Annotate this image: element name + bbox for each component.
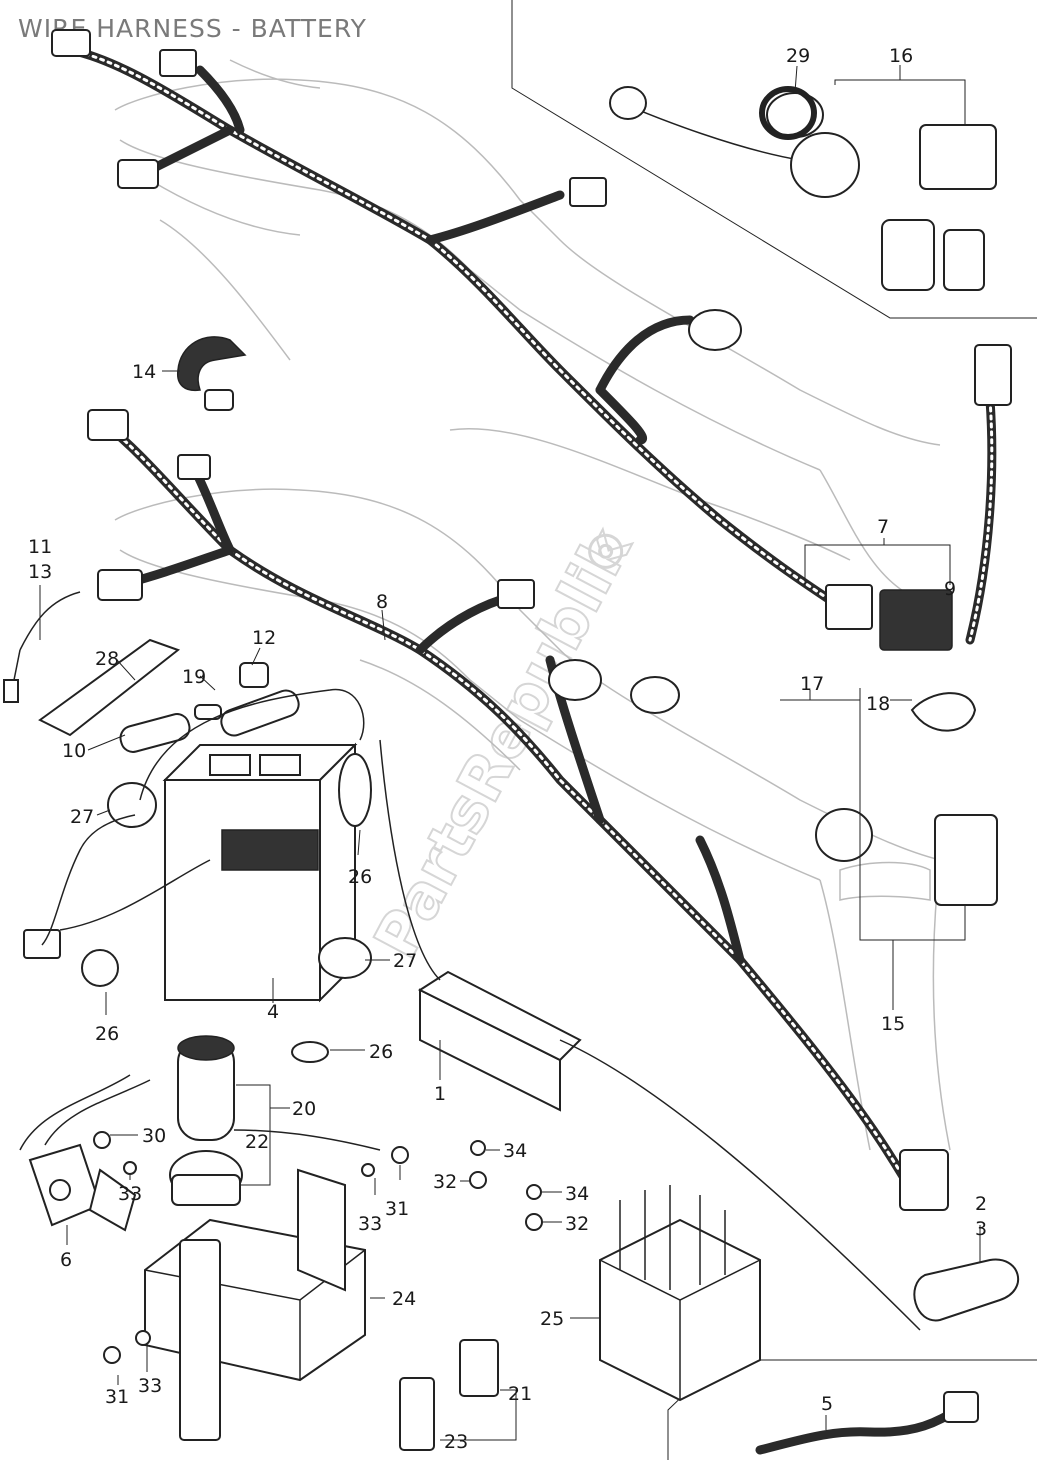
callout-21: 21 bbox=[508, 1383, 532, 1405]
regulator bbox=[19, 1074, 151, 1232]
callout-29: 29 bbox=[786, 45, 810, 67]
callout-4: 4 bbox=[267, 1001, 279, 1023]
callout-31-right: 31 bbox=[385, 1198, 409, 1220]
callout-14: 14 bbox=[132, 361, 156, 383]
callout-32-bottom: 32 bbox=[565, 1213, 589, 1235]
spark-plug-cap bbox=[913, 1258, 1020, 1322]
callout-30: 30 bbox=[142, 1125, 166, 1147]
callout-25: 25 bbox=[540, 1308, 564, 1330]
callout-5: 5 bbox=[821, 1393, 833, 1415]
callout-26-left: 26 bbox=[95, 1023, 119, 1045]
callout-17: 17 bbox=[800, 673, 824, 695]
callout-2: 2 bbox=[975, 1193, 987, 1215]
callout-18: 18 bbox=[866, 693, 890, 715]
battery-lead bbox=[3, 591, 365, 946]
fuse-holder bbox=[119, 662, 300, 753]
spare-fuses bbox=[399, 1339, 499, 1451]
callout-24: 24 bbox=[392, 1288, 416, 1310]
battery-cushions bbox=[81, 753, 372, 1063]
ignition-coil bbox=[379, 739, 921, 1331]
callout-1: 1 bbox=[434, 1083, 446, 1105]
callout-23: 23 bbox=[444, 1431, 468, 1453]
callout-31-bottom: 31 bbox=[105, 1386, 129, 1408]
condenser bbox=[169, 1035, 381, 1206]
callout-16: 16 bbox=[889, 45, 913, 67]
callout-34-top: 34 bbox=[503, 1140, 527, 1162]
callout-9: 9 bbox=[944, 578, 956, 600]
callout-3: 3 bbox=[975, 1218, 987, 1240]
callout-10: 10 bbox=[62, 740, 86, 762]
callout-15: 15 bbox=[881, 1013, 905, 1035]
callout-33-bottom: 33 bbox=[138, 1375, 162, 1397]
callout-12: 12 bbox=[252, 627, 276, 649]
callout-27-left: 27 bbox=[70, 806, 94, 828]
callout-7: 7 bbox=[877, 516, 889, 538]
callout-26-mid: 26 bbox=[369, 1041, 393, 1063]
callout-32-top: 32 bbox=[433, 1171, 457, 1193]
callout-27-right: 27 bbox=[393, 950, 417, 972]
callout-8: 8 bbox=[376, 591, 388, 613]
callout-33-mid: 33 bbox=[358, 1213, 382, 1235]
fasteners bbox=[93, 1131, 543, 1364]
gear-icon bbox=[588, 533, 624, 569]
leader-lines bbox=[39, 65, 981, 1441]
callout-34-bottom: 34 bbox=[565, 1183, 589, 1205]
battery-band bbox=[38, 638, 181, 737]
callout-22: 22 bbox=[245, 1131, 269, 1153]
battery-case bbox=[144, 1168, 366, 1441]
callout-19: 19 bbox=[182, 666, 206, 688]
section-dividers bbox=[511, 0, 1037, 1460]
ignition-switch-lower bbox=[815, 692, 998, 906]
callout-33-left: 33 bbox=[118, 1183, 142, 1205]
ignition-switch-upper bbox=[609, 86, 997, 291]
callout-6: 6 bbox=[60, 1249, 72, 1271]
band-clamp bbox=[177, 336, 247, 411]
callout-26-top: 26 bbox=[348, 866, 372, 888]
callout-numbers: 29 16 14 11 13 7 9 8 12 28 19 17 18 10 2… bbox=[28, 45, 987, 1453]
callout-11: 11 bbox=[28, 536, 52, 558]
callout-13: 13 bbox=[28, 561, 52, 583]
upper-wire-harness bbox=[65, 45, 997, 645]
harness-connectors bbox=[23, 29, 1012, 1211]
auxiliary-harness bbox=[755, 1391, 979, 1455]
callout-28: 28 bbox=[95, 648, 119, 670]
rectifier bbox=[599, 1185, 761, 1402]
callout-20: 20 bbox=[292, 1098, 316, 1120]
ring-seal bbox=[759, 86, 817, 140]
